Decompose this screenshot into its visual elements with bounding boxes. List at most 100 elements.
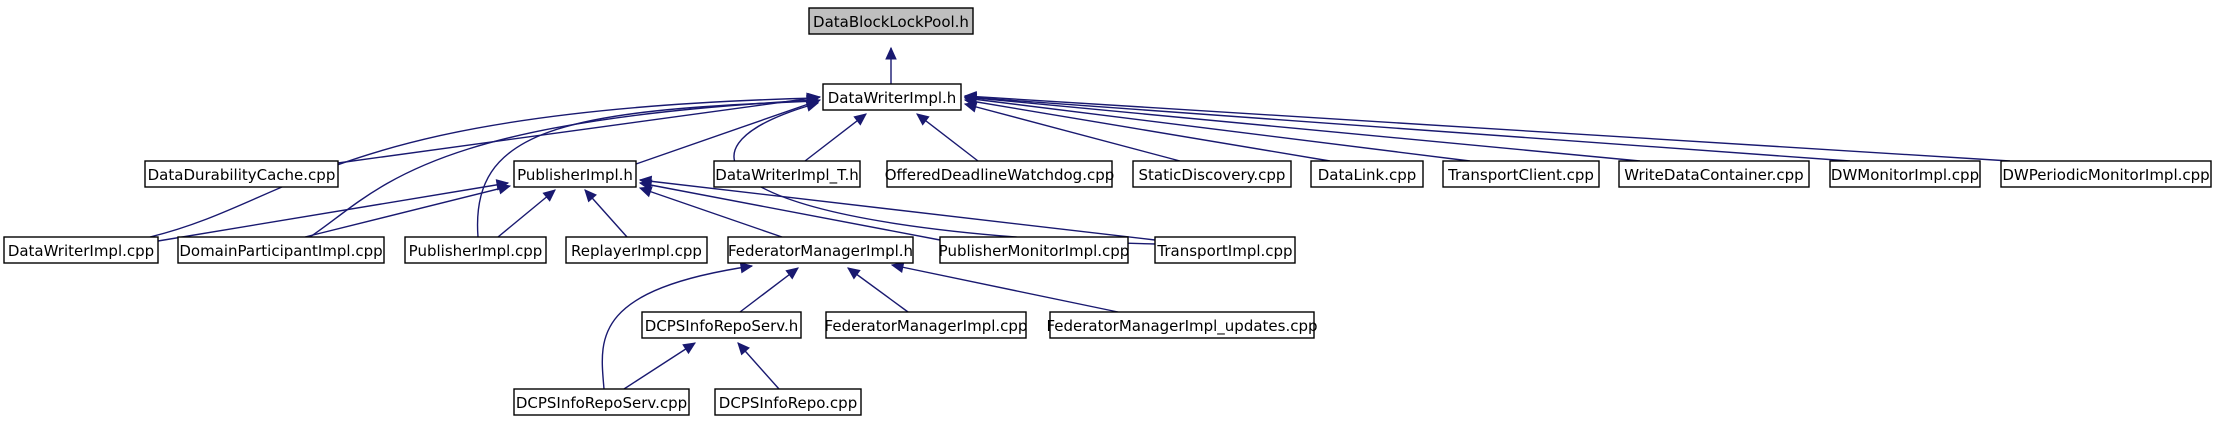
graph-node-publisherimpl-h[interactable]: PublisherImpl.h — [513, 160, 637, 188]
node-box — [177, 236, 385, 264]
node-label: TransportClient.cpp — [1447, 166, 1594, 184]
edge-n9-to-n1 — [963, 92, 1641, 162]
node-label: FederatorManagerImpl_updates.cpp — [1046, 317, 1317, 336]
node-label: DomainParticipantImpl.cpp — [179, 242, 382, 260]
node-label: FederatorManagerImpl.h — [728, 242, 913, 260]
edge-line — [601, 265, 753, 390]
graph-node-dwperiodicmonitorimpl-cpp[interactable]: DWPeriodicMonitorImpl.cpp — [2000, 160, 2212, 188]
graph-node-federatormanagerimpl-cpp[interactable]: FederatorManagerImpl.cpp — [825, 311, 1028, 339]
node-box — [1829, 160, 1981, 188]
graph-node-dcpsinforeposerv-cpp[interactable]: DCPSInfoRepoServ.cpp — [513, 388, 690, 416]
node-box — [513, 388, 690, 416]
edge-n4-to-n1 — [804, 113, 867, 162]
graph-node-datawriterimpl-t-h[interactable]: DataWriterImpl_T.h — [713, 160, 861, 188]
node-box — [713, 160, 861, 188]
arrowhead — [885, 46, 897, 60]
edge-line — [623, 342, 696, 390]
graph-node-datalink-cpp[interactable]: DataLink.cpp — [1310, 160, 1424, 188]
node-label: DataLink.cpp — [1318, 166, 1417, 184]
arrowhead — [737, 342, 750, 356]
graph-node-replayerimpl-cpp[interactable]: ReplayerImpl.cpp — [565, 236, 708, 264]
edge-n21-to-n16 — [890, 261, 1119, 313]
arrowhead — [916, 113, 930, 126]
node-label: StaticDiscovery.cpp — [1139, 166, 1286, 184]
node-box — [513, 160, 637, 188]
graph-node-dcpsinforepo-cpp[interactable]: DCPSInfoRepo.cpp — [714, 388, 862, 416]
node-box — [1618, 160, 1810, 188]
edge-n3-to-n1 — [635, 98, 822, 165]
graph-node-publisherimpl-cpp[interactable]: PublisherImpl.cpp — [404, 236, 547, 264]
node-box — [808, 7, 974, 35]
graph-node-staticdiscovery-cpp[interactable]: StaticDiscovery.cpp — [1132, 160, 1292, 188]
node-box — [714, 388, 862, 416]
graph-node-offereddeadlinewatchdog-cpp[interactable]: OfferedDeadlineWatchdog.cpp — [885, 160, 1115, 188]
edge-line — [847, 267, 909, 313]
arrowhead — [638, 175, 653, 188]
node-box — [1310, 160, 1424, 188]
arrowhead — [847, 267, 861, 280]
edge-line — [639, 187, 783, 238]
arrowhead — [497, 183, 512, 195]
arrowhead — [739, 261, 754, 274]
edge-line — [916, 113, 979, 162]
arrowhead — [682, 342, 697, 355]
graph-node-dcpsinforeposerv-h[interactable]: DCPSInfoRepoServ.h — [641, 311, 802, 339]
edge-line — [891, 264, 1119, 313]
node-box — [1049, 311, 1315, 339]
nodes-layer: DataBlockLockPool.hDataWriterImpl.hDataD… — [3, 7, 2212, 416]
edge-n18-to-n3 — [638, 175, 1156, 241]
node-label: PublisherMonitorImpl.cpp — [939, 242, 1130, 260]
edge-line — [964, 97, 1471, 162]
edge-n7-to-n1 — [963, 96, 1331, 162]
edges-layer — [149, 46, 2011, 390]
node-label: PublisherImpl.cpp — [409, 242, 543, 260]
arrowhead — [805, 100, 820, 112]
graph-node-writedatacontainer-cpp[interactable]: WriteDataContainer.cpp — [1618, 160, 1810, 188]
node-box — [939, 236, 1129, 264]
edge-line — [304, 185, 511, 238]
edge-line — [964, 96, 1641, 162]
edge-line — [476, 100, 819, 238]
edge-n11-to-n1 — [963, 90, 2011, 162]
node-box — [822, 83, 962, 111]
graph-node-datawriterimpl-h[interactable]: DataWriterImpl.h — [822, 83, 962, 111]
graph-node-publishermonitorimpl-cpp[interactable]: PublisherMonitorImpl.cpp — [939, 236, 1130, 264]
node-box — [2000, 160, 2212, 188]
edge-n23-to-n19 — [737, 342, 780, 390]
edge-line — [309, 99, 819, 238]
arrowhead — [963, 90, 977, 103]
node-label: DataBlockLockPool.h — [813, 13, 969, 31]
node-box — [1154, 236, 1296, 264]
node-box — [886, 160, 1113, 188]
graph-node-dwmonitorimpl-cpp[interactable]: DWMonitorImpl.cpp — [1829, 160, 1981, 188]
node-box — [565, 236, 708, 264]
node-label: DCPSInfoRepo.cpp — [719, 394, 857, 412]
graph-node-datablocklockpool-h[interactable]: DataBlockLockPool.h — [808, 7, 974, 35]
edge-n13-to-n3 — [304, 183, 512, 238]
node-label: DataWriterImpl.h — [828, 89, 957, 107]
edge-n22-to-n16 — [601, 261, 754, 390]
edge-n19-to-n16 — [739, 267, 799, 313]
graph-node-datawriterimpl-cpp[interactable]: DataWriterImpl.cpp — [3, 236, 159, 264]
arrowhead — [584, 189, 597, 203]
edge-line — [639, 179, 1156, 241]
node-label: DWPeriodicMonitorImpl.cpp — [2002, 166, 2209, 184]
edge-line — [739, 267, 799, 313]
node-label: TransportImpl.cpp — [1156, 242, 1292, 260]
node-box — [404, 236, 547, 264]
edge-n20-to-n16 — [847, 267, 909, 313]
graph-node-domainparticipantimpl-cpp[interactable]: DomainParticipantImpl.cpp — [177, 236, 385, 264]
graph-node-federatormanagerimpl-h[interactable]: FederatorManagerImpl.h — [727, 236, 914, 264]
edge-line — [149, 97, 819, 238]
edge-line — [635, 99, 821, 165]
node-box — [3, 236, 159, 264]
graph-node-transportclient-cpp[interactable]: TransportClient.cpp — [1442, 160, 1600, 188]
edge-line — [497, 189, 556, 238]
graph-node-datadurabilitycache-cpp[interactable]: DataDurabilityCache.cpp — [144, 160, 339, 188]
graph-node-transportimpl-cpp[interactable]: TransportImpl.cpp — [1154, 236, 1296, 264]
arrowhead — [853, 113, 867, 126]
node-label: OfferedDeadlineWatchdog.cpp — [885, 166, 1115, 184]
edge-line — [337, 96, 821, 164]
graph-node-federatormanagerimpl-updates-cpp[interactable]: FederatorManagerImpl_updates.cpp — [1046, 311, 1318, 339]
